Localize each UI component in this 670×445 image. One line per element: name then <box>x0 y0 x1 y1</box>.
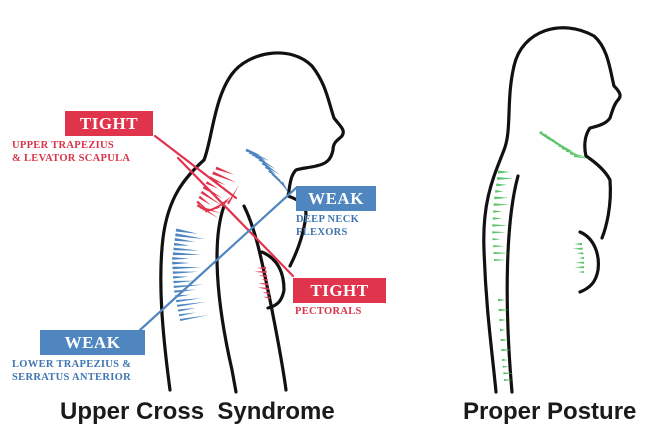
right-figure-head <box>514 28 620 156</box>
healthy-upper-back-hatch-stroke <box>494 197 508 200</box>
tight-pectorals-hatch-stroke <box>263 292 270 294</box>
healthy-chest-hatch-stroke <box>579 257 584 259</box>
weak-lower-trapezius-hatch-stroke <box>173 252 202 255</box>
weak-neck-caption-line2: FLEXORS <box>296 227 348 239</box>
left-figure-arm-back <box>217 206 236 392</box>
healthy-chest-hatch-stroke <box>575 243 583 246</box>
healthy-chest-hatch-stroke <box>575 262 584 264</box>
healthy-lower-back-hatch-stroke <box>503 366 509 368</box>
tight-upper-trapezius-hatch-stroke <box>216 167 235 175</box>
healthy-upper-back-hatch-stroke <box>493 210 502 213</box>
healthy-lower-back-hatch-stroke <box>498 299 506 302</box>
tight-upper-caption-line2: & LEVATOR SCAPULA <box>12 153 130 165</box>
tight-pectorals-hatch-stroke <box>258 287 269 290</box>
left-figure-back <box>161 74 232 390</box>
proper-posture-title: Proper Posture <box>463 398 636 426</box>
leader-tight-upper <box>155 136 236 198</box>
tight-pec-caption: PECTORALS <box>295 306 362 318</box>
weak-lower-trapezius-hatch-stroke <box>176 229 199 234</box>
healthy-upper-back-hatch-stroke <box>494 259 506 261</box>
weak-lower-trapezius-hatch-stroke <box>173 267 202 270</box>
healthy-lower-back-hatch-stroke <box>502 359 508 361</box>
healthy-chest-hatch-stroke <box>578 271 584 273</box>
weak-lower-trapezius-hatch-stroke <box>174 290 196 293</box>
tight-pectorals-hatch-stroke <box>259 275 267 277</box>
weak-neck-flexors-hatch-stroke <box>265 166 276 175</box>
healthy-neck-hatch <box>539 131 589 159</box>
weak-lower-trapezius-hatch-stroke <box>177 302 206 307</box>
tight-upper-tag: TIGHT <box>65 111 153 136</box>
weak-lower-trapezius-hatch-stroke <box>173 248 199 251</box>
leader-tight-pec <box>178 158 293 276</box>
weak-neck-tag: WEAK <box>296 186 376 211</box>
healthy-upper-back-hatch-stroke <box>492 224 507 226</box>
right-figure-front <box>586 156 610 238</box>
tight-upper-trapezius-hatch-stroke <box>203 186 223 199</box>
healthy-upper-back-hatch-stroke <box>492 231 506 233</box>
healthy-upper-back-hatch-stroke <box>493 217 503 220</box>
tight-pectorals-hatch-stroke <box>258 283 269 285</box>
weak-lower-trapezius-hatch-stroke <box>176 298 201 302</box>
right-figure-arm <box>507 176 518 392</box>
healthy-chest-hatch-stroke <box>577 252 584 254</box>
healthy-upper-back-hatch-stroke <box>497 177 513 180</box>
healthy-upper-back-hatch-stroke <box>496 184 507 187</box>
weak-lower-trapezius-hatch <box>172 229 208 322</box>
healthy-chest-hatch <box>573 243 584 273</box>
tight-pectorals-hatch-stroke <box>263 297 270 299</box>
weak-lower-trapezius-hatch-stroke <box>175 238 196 242</box>
healthy-upper-back-hatch-stroke <box>494 203 509 206</box>
weak-lower-trapezius-hatch-stroke <box>179 313 196 317</box>
weak-lower-trapezius-hatch-stroke <box>175 233 205 239</box>
tight-upper-trapezius-hatch-stroke <box>227 185 239 204</box>
tight-upper-trapezius-hatch <box>196 167 239 219</box>
weak-lower-trapezius-hatch-stroke <box>173 276 188 279</box>
upper-cross-syndrome-title: Upper Cross Syndrome <box>60 398 335 426</box>
weak-lower-trapezius-hatch-stroke <box>178 308 196 312</box>
weak-lower-caption-line1: LOWER TRAPEZIUS & <box>12 359 131 371</box>
healthy-lower-back-hatch-stroke <box>499 319 506 321</box>
tight-upper-caption-line1: UPPER TRAPEZIUS <box>12 140 114 152</box>
tight-pec-tag: TIGHT <box>293 278 386 303</box>
healthy-lower-back-hatch-stroke <box>500 329 505 331</box>
weak-neck-flexors-hatch <box>246 149 290 196</box>
healthy-chest-hatch-stroke <box>573 248 583 250</box>
healthy-upper-back-hatch-stroke <box>493 238 501 240</box>
weak-lower-trapezius-hatch-stroke <box>172 262 190 265</box>
weak-lower-trapezius-hatch-stroke <box>180 315 208 321</box>
healthy-upper-back-hatch-stroke <box>493 245 504 247</box>
weak-lower-caption-line2: SERRATUS ANTERIOR <box>12 372 131 384</box>
muscle-hatching <box>172 131 589 381</box>
healthy-chest-hatch-stroke <box>575 266 585 268</box>
weak-neck-caption-line1: DEEP NECK <box>296 214 359 226</box>
healthy-upper-back-hatch-stroke <box>495 190 503 193</box>
weak-lower-trapezius-hatch-stroke <box>173 271 199 274</box>
left-figure-head <box>232 53 343 196</box>
weak-lower-trapezius-hatch-stroke <box>172 257 189 260</box>
tight-pectorals-hatch-stroke <box>255 271 267 273</box>
weak-lower-tag: WEAK <box>40 330 145 355</box>
weak-lower-trapezius-hatch-stroke <box>174 243 190 246</box>
proper-posture-figure-outline <box>484 28 620 392</box>
healthy-upper-back-hatch-stroke <box>498 171 510 174</box>
